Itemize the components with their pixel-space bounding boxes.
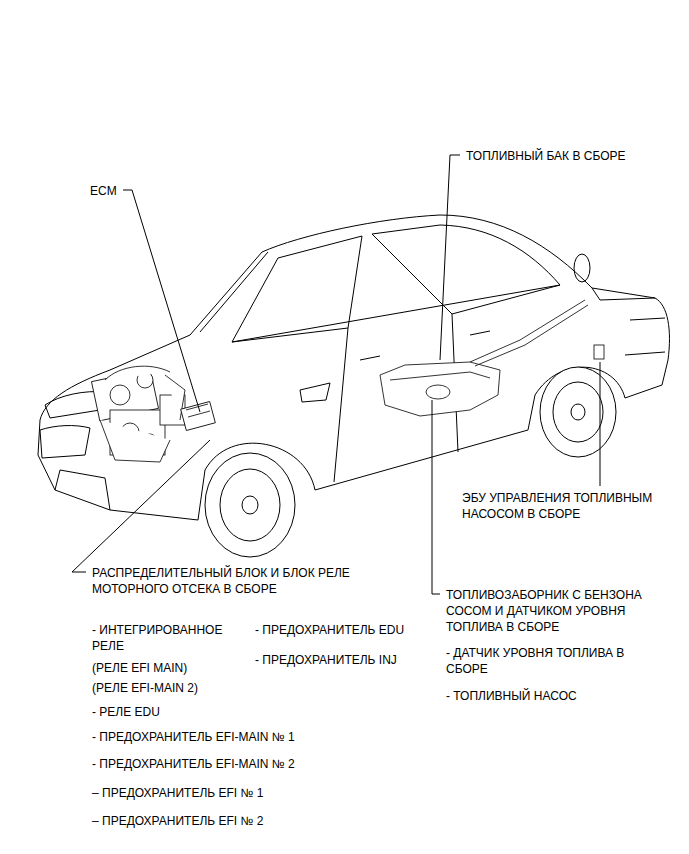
car-body: [592, 288, 655, 300]
part-label: - РЕЛЕ EDU: [92, 704, 160, 720]
part-label: ТОПЛИВНЫЙ БАК В СБОРЕ: [466, 148, 626, 164]
part-label: - ПРЕДОХРАНИТЕЛЬ EDU: [255, 622, 404, 638]
leader-lines: [432, 400, 440, 594]
part-label: ЭБУ УПРАВЛЕНИЯ ТОПЛИВНЫМ НАСОСОМ В СБОРЕ: [462, 490, 684, 522]
leader-lines: [123, 190, 200, 412]
leader-lines: [440, 155, 460, 360]
fuel-tank: [475, 305, 588, 366]
car-body: [630, 318, 665, 320]
car-body: [625, 352, 665, 355]
fuel-tank: [426, 385, 450, 399]
fuel-tank: [470, 300, 585, 362]
car-body: [200, 252, 268, 332]
leader-lines: [72, 155, 600, 594]
part-label: - ДАТЧИК УРОВНЯ ТОПЛИВА В СБОРЕ: [446, 645, 646, 677]
part-label: – ПРЕДОХРАНИТЕЛЬ EFI № 1: [92, 785, 263, 801]
wheels: [553, 382, 603, 442]
part-label: ТОПЛИВОЗАБОРНИК С БЕНЗОНА СОСОМ И ДАТЧИК…: [446, 587, 682, 635]
engine: [100, 420, 170, 462]
part-label: РАСПРЕДЕЛИТЕЛЬНЫЙ БЛОК И БЛОК РЕЛЕ МОТОР…: [92, 565, 392, 597]
part-label: (РЕЛЕ EFI-MAIN 2): [92, 680, 198, 696]
car-body: [470, 331, 490, 335]
wheels: [205, 453, 295, 557]
part-label: - ПРЕДОХРАНИТЕЛЬ EFI-MAIN № 1: [92, 729, 295, 745]
car-body: [372, 225, 560, 314]
car-body: [232, 285, 560, 342]
engine: [110, 385, 130, 405]
car-body: [574, 254, 590, 282]
wheels: [571, 404, 585, 420]
car-body: [232, 236, 362, 342]
wheels: [242, 496, 258, 514]
car-body: [38, 215, 669, 520]
leader-lines: [600, 362, 601, 486]
fuel-tank: [380, 362, 500, 416]
car-body: [360, 356, 380, 360]
wheels: [220, 469, 280, 541]
part-label: - ИНТЕГРИРОВАННОЕ РЕЛЕ: [92, 622, 242, 654]
part-label: - ТОПЛИВНЫЙ НАСОС: [446, 688, 577, 704]
engine: [105, 366, 170, 380]
part-label: - ПРЕДОХРАНИТЕЛЬ INJ: [255, 652, 397, 668]
car-body: [55, 470, 110, 510]
fuel-tank: [380, 300, 604, 416]
car-body: [40, 426, 90, 458]
fuel-tank: [390, 372, 490, 380]
car-body: [334, 328, 348, 482]
part-label: - ПРЕДОХРАНИТЕЛЬ EFI-MAIN № 2: [92, 756, 295, 772]
engine: [91, 366, 215, 462]
car-body: [38, 215, 669, 520]
car-body: [300, 383, 330, 402]
leader-lines: [72, 440, 210, 572]
part-label: (РЕЛЕ EFI MAIN): [92, 660, 187, 676]
wheels: [540, 367, 616, 457]
part-label: – ПРЕДОХРАНИТЕЛЬ EFI № 2: [92, 813, 263, 829]
fuel-tank: [594, 345, 604, 359]
part-label: ECM: [90, 183, 117, 199]
